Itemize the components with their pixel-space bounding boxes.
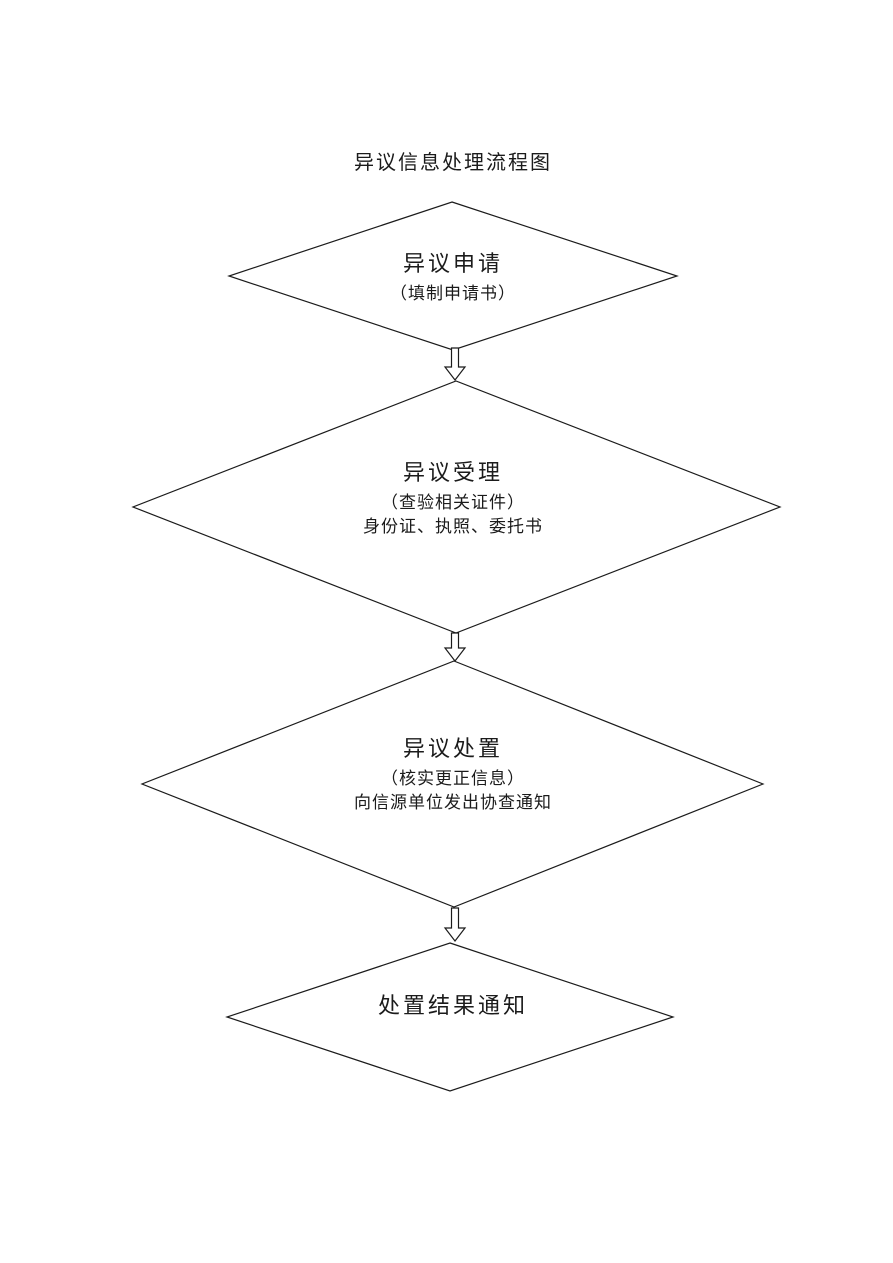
- node-2-dispute-acceptance: 异议受理 （查验相关证件） 身份证、执照、委托书: [53, 458, 853, 539]
- arrow-down-icon-2: [443, 632, 467, 662]
- node-1-dispute-application: 异议申请 （填制申请书）: [53, 249, 853, 306]
- node-4-result-notice: 处置结果通知: [53, 991, 853, 1021]
- node-title: 异议处置: [402, 736, 503, 761]
- node-title: 异议受理: [402, 460, 503, 485]
- node-3-dispute-handling: 异议处置 （核实更正信息） 向信源单位发出协查通知: [53, 734, 853, 815]
- node-subtitle: （填制申请书）: [390, 284, 516, 303]
- node-title: 处置结果通知: [377, 993, 528, 1018]
- node-title: 异议申请: [402, 251, 503, 276]
- diamond-node-3: [140, 660, 765, 908]
- diamond-node-4: [225, 942, 675, 1092]
- arrow-down-icon-3: [443, 907, 467, 942]
- node-subtitle: （查验相关证件）: [381, 493, 525, 512]
- page-title: 异议信息处理流程图: [354, 152, 552, 174]
- arrow-down-icon-1: [443, 347, 467, 381]
- node-subtitle: （核实更正信息）: [381, 769, 525, 788]
- node-detail: 向信源单位发出协查通知: [354, 793, 552, 812]
- node-detail: 身份证、执照、委托书: [363, 517, 543, 536]
